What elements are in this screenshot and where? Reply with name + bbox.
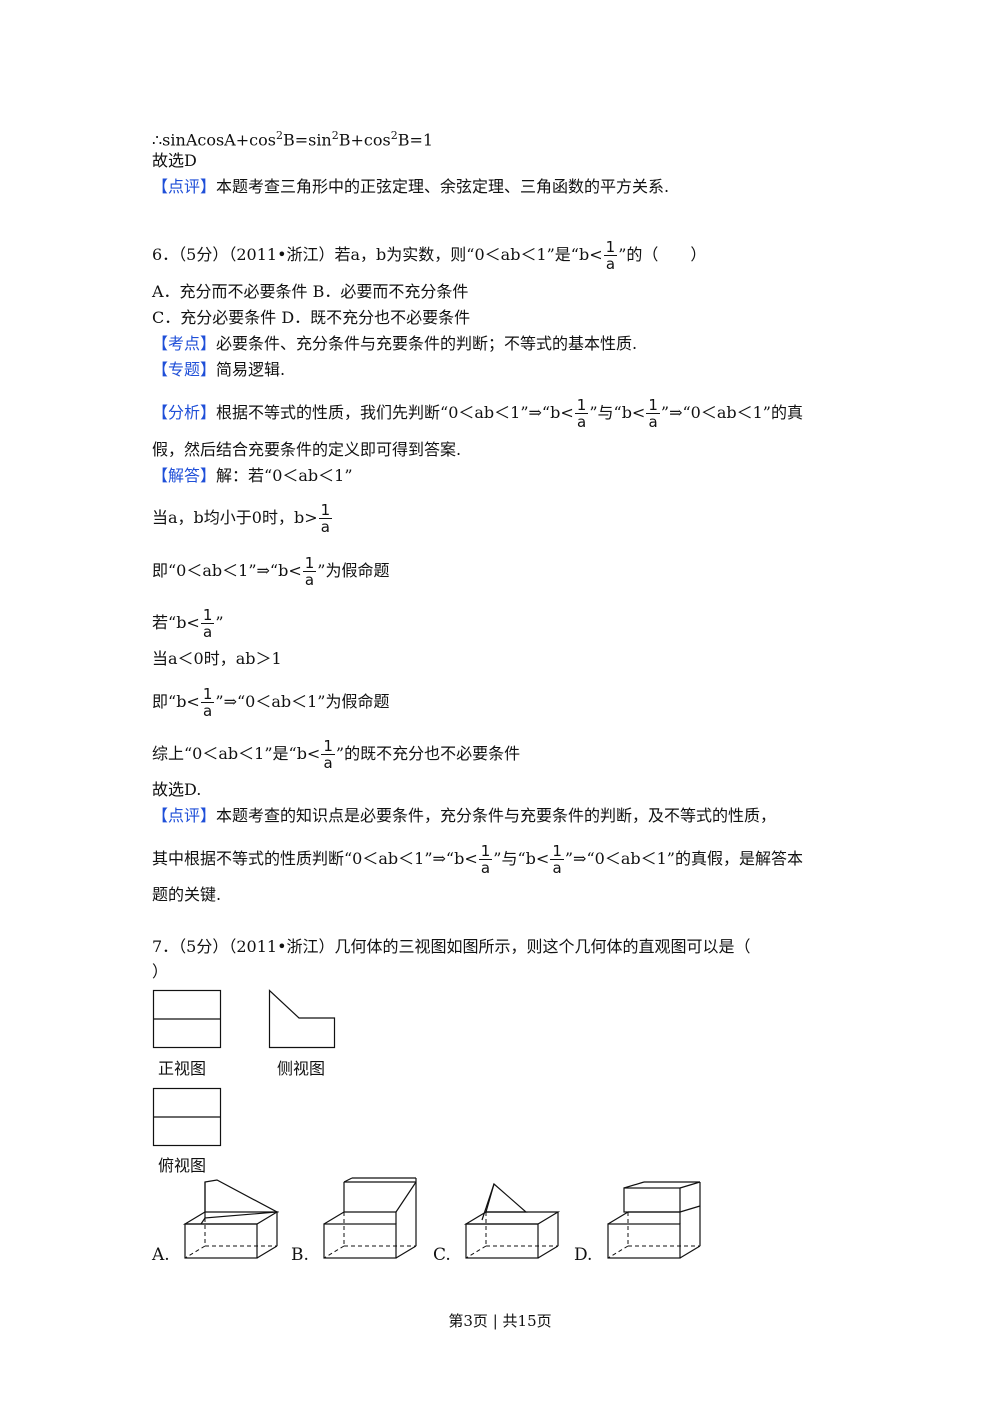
- prev-formula: ∴sinAcosA+cos2B=sin2B+cos2B=1: [152, 129, 434, 150]
- q6-step-4: 当a＜0时，ab＞1: [152, 649, 282, 668]
- option-a-figure: [182, 1179, 280, 1259]
- footer-separator: |: [492, 1312, 498, 1330]
- front-view-figure: [152, 989, 222, 1049]
- page-number: 第3页: [448, 1312, 488, 1330]
- prev-select: 故选D: [152, 151, 197, 170]
- page-footer: 第3页 | 共15页: [0, 1310, 1000, 1331]
- q6-dianping: 【点评】本题考查的知识点是必要条件，充分条件与充要条件的判断，及不等式的性质，: [152, 806, 777, 825]
- q6-dianping-3: 题的关键.: [152, 885, 222, 904]
- q6-kaodian: 【考点】必要条件、充分条件与充要条件的判断；不等式的基本性质.: [152, 334, 638, 353]
- option-c-label: C.: [433, 1245, 451, 1265]
- side-view-caption: 侧视图: [277, 1059, 326, 1078]
- q6-options-cd: C．充分必要条件 D．既不充分也不必要条件: [152, 308, 471, 327]
- prev-comment: 【点评】本题考查三角形中的正弦定理、余弦定理、三角函数的平方关系.: [152, 177, 670, 196]
- option-c-figure: [463, 1182, 561, 1259]
- comment-tag: 【点评】: [152, 177, 217, 196]
- q6-fenxi-cont: 假，然后结合充要条件的定义即可得到答案.: [152, 440, 462, 459]
- q6-options-ab: A．充分而不必要条件 B．必要而不充分条件: [152, 282, 469, 301]
- option-d-label: D.: [574, 1245, 593, 1265]
- option-a-label: A.: [152, 1245, 170, 1265]
- option-d-figure: [607, 1181, 701, 1259]
- option-b-label: B.: [291, 1245, 309, 1265]
- q6-jieda: 【解答】解：若“0＜ab＜1”: [152, 466, 353, 485]
- front-view-caption: 正视图: [158, 1059, 207, 1078]
- option-b-figure: [323, 1177, 417, 1259]
- q6-zhuanti: 【专题】简易逻辑.: [152, 360, 286, 379]
- side-view-figure: [268, 989, 336, 1049]
- top-view-figure: [152, 1087, 222, 1147]
- top-view-caption: 俯视图: [158, 1156, 207, 1175]
- page-total: 共15页: [502, 1312, 552, 1330]
- q6-select: 故选D.: [152, 780, 202, 799]
- q7-stem-end: ）: [152, 962, 169, 981]
- q7-stem: 7．（5分）（2011•浙江）几何体的三视图如图所示，则这个几何体的直观图可以是…: [152, 937, 751, 956]
